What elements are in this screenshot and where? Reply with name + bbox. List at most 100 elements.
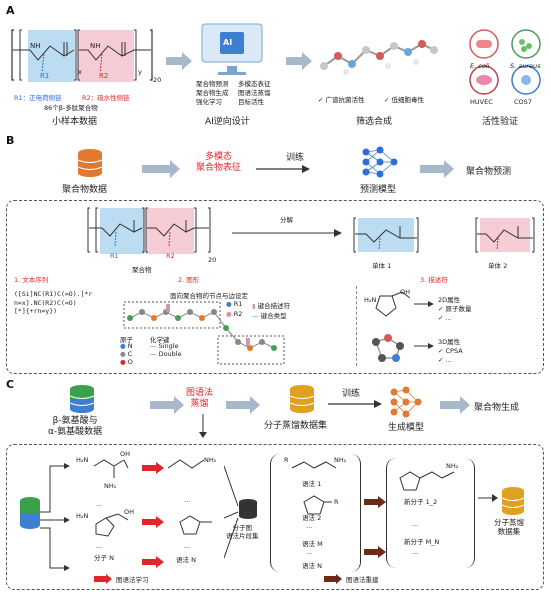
polymer-structure-b xyxy=(87,207,211,254)
panel-c-label: C xyxy=(6,378,15,391)
ai-list-right: 多模态表征 图语法蒸馏 目标活性 xyxy=(238,80,271,107)
c-new1-nh2: NH₂ xyxy=(446,462,459,470)
b-poly-r2: R2 xyxy=(166,252,175,260)
b-poly-r1: R1 xyxy=(110,252,119,260)
b-s2: 2. 图形 xyxy=(178,276,200,284)
legend-dred-arrow xyxy=(324,574,342,584)
desc-arrows xyxy=(414,301,434,349)
panel-a-label: A xyxy=(6,4,15,17)
b-detail-box xyxy=(6,200,544,374)
b-2d-item1-text: 原子数量 xyxy=(445,305,472,313)
check-broad-text: 广谱抗菌活性 xyxy=(325,96,365,104)
atom-o-text: O xyxy=(127,358,133,366)
c-inner-db-icon xyxy=(20,497,40,529)
c-new1: 新分子 1_2 xyxy=(404,498,438,506)
b-3d-props: 3D属性 ✓ CPSA ✓ ... xyxy=(438,338,463,365)
b-polymer-name: 聚合物 xyxy=(132,266,152,274)
database-icon-b xyxy=(77,149,103,177)
b-legend-r2: ● R2 xyxy=(226,310,243,318)
b-bonds-title: 化学键 xyxy=(150,336,170,344)
y-a: y xyxy=(138,68,142,76)
b-oh: OH xyxy=(400,288,411,296)
dred-arrow-2 xyxy=(364,546,386,558)
caption-screen: 筛选合成 xyxy=(356,117,393,127)
red-arrow-3 xyxy=(142,556,164,568)
ai-monitor-icon xyxy=(201,23,263,75)
panel-b-label: B xyxy=(6,134,15,147)
c-distill: 图语法 蒸馏 xyxy=(186,388,214,409)
c-dots6: ... xyxy=(306,548,313,556)
check-lowtox-text: 低细胞毒性 xyxy=(391,96,425,104)
c-frag2 xyxy=(179,515,212,535)
c-frag-set: 分子图 语法片段集 xyxy=(226,524,259,540)
b-desc-divider xyxy=(356,286,358,366)
c-brace-right xyxy=(350,454,361,572)
b-legend-desc-text: 键合描述符 xyxy=(257,302,291,310)
atom-n-text: N xyxy=(127,342,133,350)
b-2d-item2-text: ... xyxy=(445,314,452,322)
b-atoms-list: ● N ● C ● O xyxy=(120,342,133,366)
caption-validate: 活性验证 xyxy=(482,117,519,127)
b-3d-item2: ✓ ... xyxy=(438,356,452,364)
c-frag-set-icon xyxy=(239,499,257,519)
check-lowtox: ✓ 低细胞毒性 xyxy=(384,96,425,104)
arrow-c1 xyxy=(150,396,184,414)
c-brace2-right xyxy=(464,458,475,568)
b-decompose: 分解 xyxy=(280,216,293,224)
c-gn2: 语法 N xyxy=(302,562,322,570)
label-huvec: HUVEC xyxy=(470,98,493,106)
c-mol1-oh: OH xyxy=(120,450,131,458)
b-bonds-list: — Single — Double xyxy=(150,342,182,358)
c-dots2: ... xyxy=(96,542,103,550)
r1-a: R1 xyxy=(40,72,50,80)
c-dots3: ... xyxy=(184,496,191,504)
b-legend-desc: ▮ 键合描述符 xyxy=(252,302,291,310)
c-final-arrow xyxy=(478,494,498,502)
b-2d-title: 2D属性 xyxy=(438,296,461,304)
c-g1: 语法 1 xyxy=(302,480,322,488)
neural-net-icon-b xyxy=(362,146,398,178)
c-g2-mol xyxy=(303,495,332,515)
c-gm: 语法 M xyxy=(302,540,323,548)
ai-item-distill: 图语法蒸馏 xyxy=(238,89,271,97)
mol-3d-icon xyxy=(372,334,404,362)
dataset-icon-c xyxy=(289,385,315,413)
b-graph-title: 面向聚合物的节点与边设定 xyxy=(170,292,248,300)
b-3d-title: 3D属性 xyxy=(438,338,461,346)
c-new2: 新分子 M_N xyxy=(404,538,440,546)
mol-2d-icon xyxy=(375,291,411,317)
caption-ai-design: AI逆向设计 xyxy=(205,117,250,127)
database-icon-c xyxy=(69,385,95,413)
c-detail-box xyxy=(6,444,544,590)
c-mol1-nh2: NH₂ xyxy=(104,482,117,490)
c-branch-lines xyxy=(40,463,70,571)
b-poly-n: 20 xyxy=(208,256,217,264)
c-g1-mol xyxy=(291,461,337,469)
check-broad: ✓ 广谱抗菌活性 xyxy=(318,96,365,104)
b-model-label: 预测模型 xyxy=(360,185,397,195)
nh-a2: NH xyxy=(90,42,101,50)
caption-small-data: 小样本数据 xyxy=(52,117,98,127)
atom-n: ● N xyxy=(120,342,133,350)
red-arrow-2 xyxy=(142,516,164,528)
red-arrow-1 xyxy=(142,462,164,474)
arrow-b2 xyxy=(256,165,310,173)
b-predict-label: 聚合物预测 xyxy=(466,167,512,177)
nh-a1: NH xyxy=(30,42,41,50)
c-dots5: ... xyxy=(306,522,313,530)
b-db-label: 聚合物数据 xyxy=(62,185,108,195)
c-mol2-oh: OH xyxy=(124,508,135,516)
b-s3: 3. 描述符 xyxy=(420,276,448,284)
legend-red-arrow xyxy=(94,574,112,584)
b-2d-item2: ✓ ... xyxy=(438,314,452,322)
ai-item-gen: 聚合物生成 xyxy=(196,89,229,97)
c-brace-left xyxy=(270,454,281,572)
c-g1-nh2: NH₂ xyxy=(334,456,347,464)
arrow-a1 xyxy=(166,52,192,70)
monomer-2 xyxy=(475,217,535,253)
atom-c-text: C xyxy=(127,350,133,358)
c-new1-mol xyxy=(399,471,455,491)
c-dots1: ... xyxy=(96,500,103,508)
b-2d-props: 2D属性 ✓ 原子数量 ✓ ... xyxy=(438,296,472,323)
c-mol1 xyxy=(93,459,129,478)
